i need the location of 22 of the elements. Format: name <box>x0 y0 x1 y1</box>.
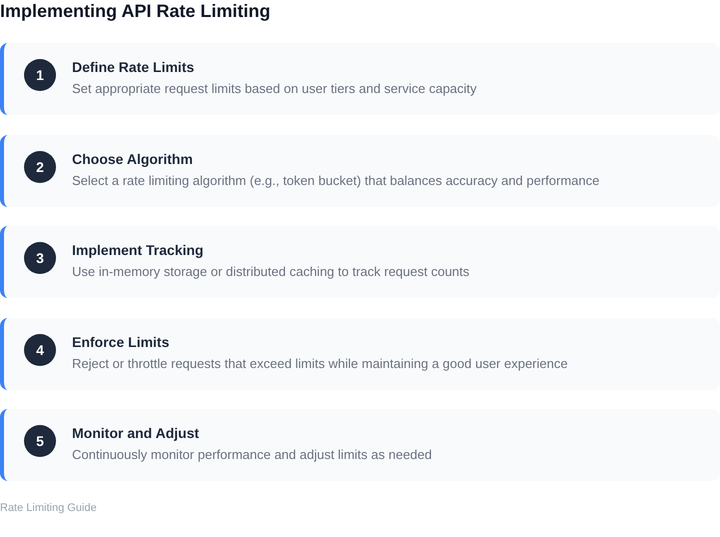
step-description: Select a rate limiting algorithm (e.g., token bucket) that balances accuracy and performance <box>72 172 600 189</box>
step-card <box>0 318 720 390</box>
step-title: Enforce Limits <box>72 333 170 351</box>
step-card <box>0 226 720 298</box>
step-title: Define Rate Limits <box>72 58 194 76</box>
step-number: 1 <box>24 59 56 91</box>
step-number: 2 <box>24 151 56 183</box>
step-title: Choose Algorithm <box>72 150 193 168</box>
step-description: Use in-memory storage or distributed caching to track request counts <box>72 263 470 280</box>
step-title: Implement Tracking <box>72 241 204 259</box>
step-number: 4 <box>24 334 56 366</box>
step-card <box>0 43 720 115</box>
step-card <box>0 135 720 207</box>
diagram-title: Implementing API Rate Limiting <box>0 0 270 22</box>
source-note: Rate Limiting Guide <box>0 501 97 515</box>
step-description: Set appropriate request limits based on user tiers and service capacity <box>72 80 477 97</box>
step-title: Monitor and Adjust <box>72 424 200 442</box>
step-number: 5 <box>24 425 56 457</box>
step-card <box>0 409 720 481</box>
step-description: Continuously monitor performance and adjust limits as needed <box>72 446 432 463</box>
step-number: 3 <box>24 242 56 274</box>
step-description: Reject or throttle requests that exceed limits while maintaining a good user experience <box>72 355 568 372</box>
